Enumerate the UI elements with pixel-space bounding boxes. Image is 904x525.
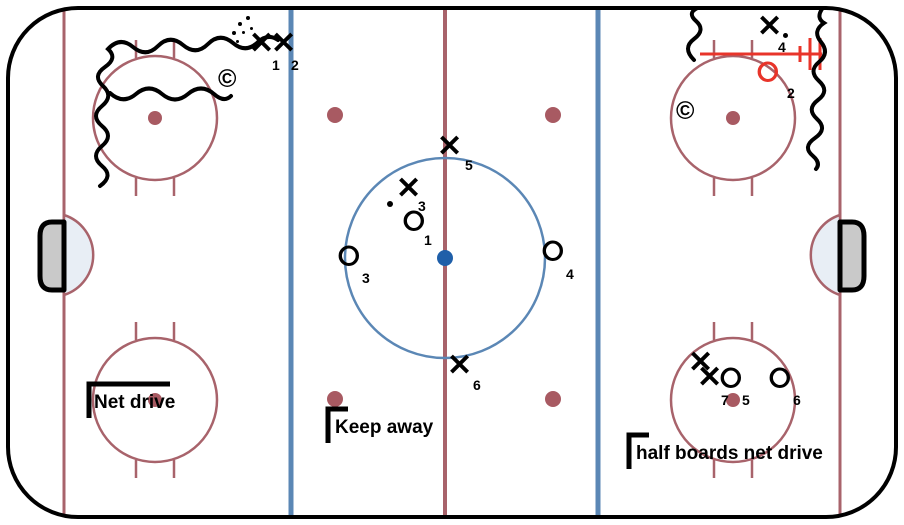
mark-o-right-5: ⭘ (720, 363, 742, 393)
mark-x-left-2: ✕ (271, 27, 297, 60)
mark-x-left-1: ✕ (249, 27, 275, 60)
mark-x-right-a: ✕ (688, 346, 714, 379)
num-center-5: 5 (465, 157, 473, 173)
num-center-3: 3 (418, 198, 426, 214)
path-squiggle-left-outer (94, 35, 280, 188)
mark-x-center-3: ✕ (396, 172, 422, 205)
rink-boards (6, 6, 898, 519)
num-center-3b: 3 (362, 270, 370, 286)
num-left-2: 2 (291, 57, 299, 73)
callout-keep-away: Keep away (335, 417, 434, 438)
faceoff-circle-right-bottom (669, 322, 797, 478)
neutral-dot-top-right (545, 107, 561, 123)
mark-o-center-4: ⭘ (542, 236, 564, 266)
puck-left-f (236, 40, 239, 43)
mark-c-right: © (676, 97, 695, 125)
faceoff-dot-left-top (148, 111, 162, 125)
faceoff-circle-left-top (91, 40, 219, 196)
mark-x-right-4: ✕ (757, 10, 783, 43)
mark-c-left: © (218, 65, 237, 93)
callout-bracket-half-boards (626, 432, 649, 469)
num-left-1: 1 (272, 57, 280, 73)
callout-net-drive: Net drive (94, 392, 176, 413)
faceoff-circle-left-bottom (91, 322, 219, 478)
puck-right-a (783, 33, 788, 38)
mark-x-right-7: ✕ (697, 361, 723, 394)
num-center-1: 1 (424, 232, 432, 248)
puck-left-a (238, 22, 242, 26)
path-squiggle-left-inner (108, 86, 233, 102)
num-right-2: 2 (787, 85, 795, 101)
puck-center-ice (387, 201, 393, 207)
mark-o-right-2: ⭘ (757, 57, 779, 87)
faceoff-dot-right-bottom (726, 393, 740, 407)
mark-x-center-6: ✕ (447, 349, 473, 382)
mark-o-center-1: ⭘ (403, 206, 425, 236)
callout-bracket-keep-away (325, 406, 348, 443)
crease-left (62, 213, 95, 297)
net-right (837, 219, 867, 293)
puck-left-e (250, 27, 253, 30)
mark-o-center-3: ⭘ (338, 241, 360, 271)
mark-o-right-6: ⭘ (769, 363, 791, 393)
neutral-dot-top-left (327, 107, 343, 123)
neutral-dot-bottom-left (327, 391, 343, 407)
path-squiggle-right (686, 8, 828, 171)
num-right-4: 4 (778, 39, 786, 55)
neutral-dot-bottom-right (545, 391, 561, 407)
num-center-6: 6 (473, 377, 481, 393)
num-center-4: 4 (566, 266, 574, 282)
num-right-6: 6 (793, 392, 801, 408)
net-left (37, 219, 67, 293)
center-ice-dot (437, 250, 453, 266)
crease-right (809, 213, 842, 297)
mark-x-center-5: ✕ (437, 130, 463, 163)
puck-left-c (232, 31, 236, 35)
callout-bracket-net-drive (86, 381, 170, 418)
center-ice-circle (343, 156, 547, 360)
num-right-5: 5 (742, 392, 750, 408)
faceoff-dot-left-bottom (148, 393, 162, 407)
faceoff-dot-right-top (726, 111, 740, 125)
callout-half-boards: half boards net drive (636, 443, 823, 464)
puck-left-d (242, 31, 245, 34)
num-right-7: 7 (721, 392, 729, 408)
puck-left-b (246, 16, 250, 20)
